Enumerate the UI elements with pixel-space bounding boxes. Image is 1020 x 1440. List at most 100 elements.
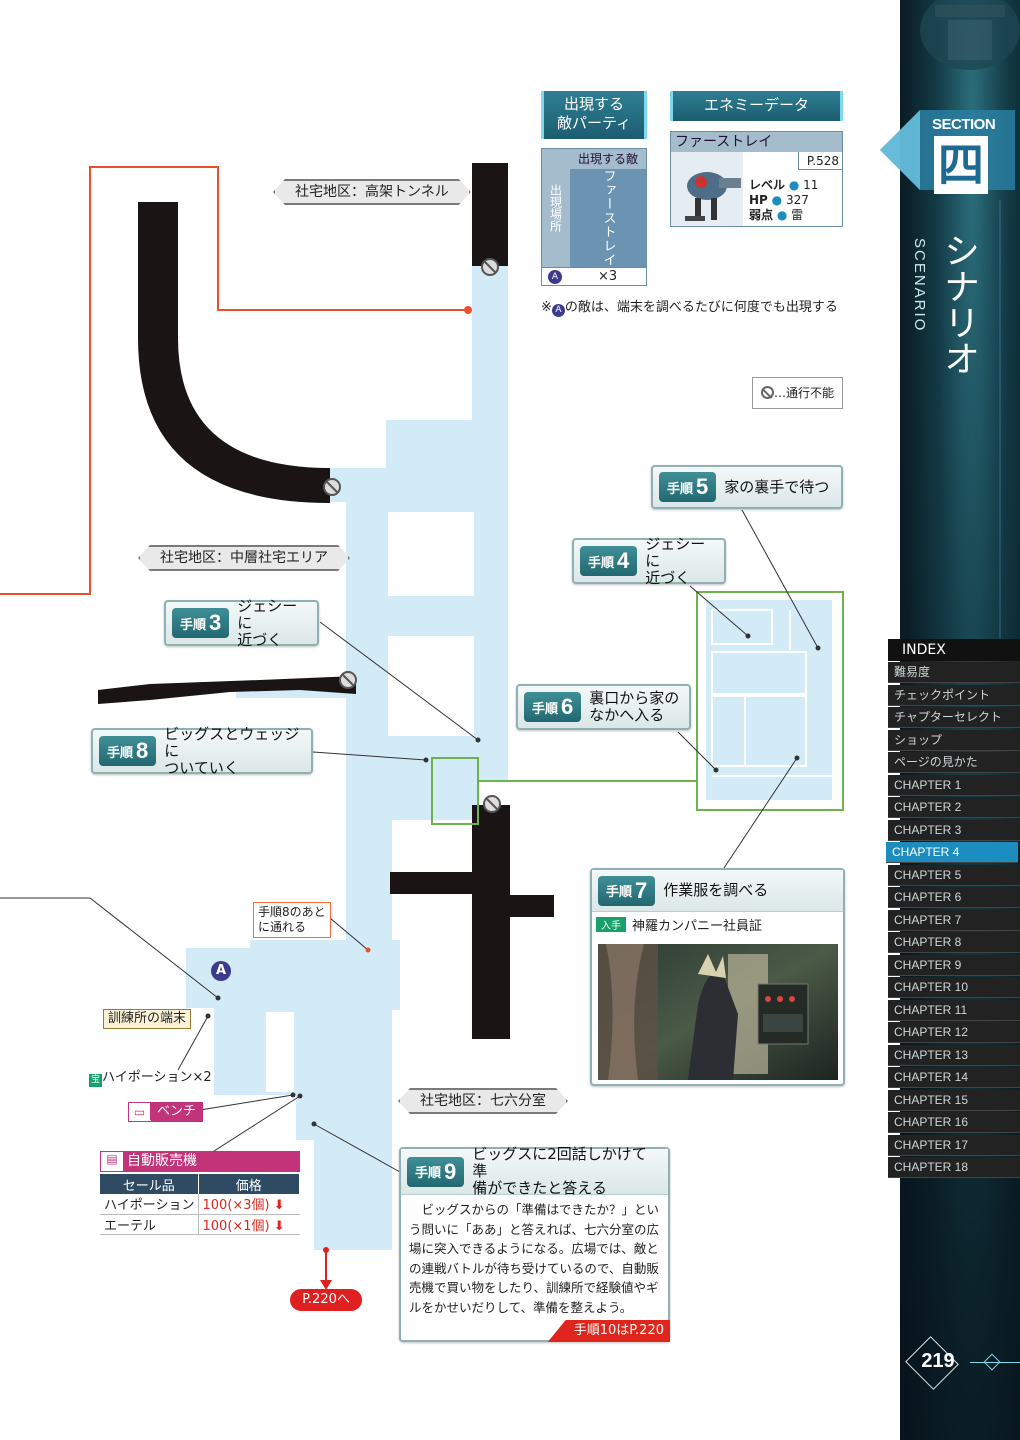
index-item[interactable]: CHAPTER 13	[888, 1044, 1020, 1066]
step-text: 家の裏手で待つ	[724, 477, 830, 496]
index-item[interactable]: CHAPTER 1	[888, 774, 1020, 796]
index-item[interactable]: CHAPTER 2	[888, 797, 1020, 818]
index-item[interactable]: CHAPTER 10	[888, 977, 1020, 998]
index-item[interactable]: 難易度	[888, 662, 1020, 683]
index-item[interactable]: CHAPTER 6	[888, 887, 1020, 908]
index-item[interactable]: チャプターセレクト	[888, 707, 1020, 728]
vending-price: 100(×3個) ⬇	[197, 1194, 300, 1215]
index-item[interactable]: CHAPTER 12	[888, 1022, 1020, 1043]
index-item[interactable]: チェックポイント	[888, 684, 1020, 706]
potion-tag: 宝ハイポーション×2	[89, 1069, 212, 1089]
location-header: 出現場所	[542, 149, 570, 267]
bench-tag: ▭ ベンチ	[128, 1102, 204, 1122]
no-pass-icon	[323, 258, 501, 813]
legend-no-pass: …通行不能	[752, 377, 843, 409]
house-location-frame	[431, 757, 479, 825]
enemy-data-name: ファーストレイ	[671, 132, 842, 152]
treasure-icon: 宝	[89, 1074, 102, 1087]
vending-icon: ▤	[101, 1152, 123, 1171]
index-item[interactable]: CHAPTER 9	[888, 954, 1020, 976]
section-label: SECTION	[932, 116, 996, 133]
scenario-title: シナリオ	[938, 232, 979, 376]
index-title: INDEX	[888, 639, 1020, 661]
section-number: 四	[934, 136, 988, 194]
enemy-col-header: 出現する敵	[570, 149, 646, 169]
vending-item: エーテル	[100, 1214, 198, 1235]
step-9-body: ビッグスからの「準備はできたか？」という問いに「ああ」と答えれば、七六分室の広場…	[409, 1202, 660, 1315]
step-text: ビッグスに2回話しかけて準 備ができたと答える	[472, 1145, 647, 1197]
down-arrow-icon: ⬇	[273, 1198, 285, 1214]
step-text: ジェシーに 近づく	[645, 534, 706, 587]
area-label-mid-residential: 社宅地区：中層社宅エリア	[138, 545, 350, 571]
enemy-page-ref[interactable]: P.528	[798, 152, 842, 170]
index-item[interactable]: CHAPTER 18	[888, 1157, 1020, 1178]
route-end-dot	[464, 306, 472, 314]
diamond-icon	[983, 1353, 1001, 1371]
index-item[interactable]: CHAPTER 16	[888, 1112, 1020, 1133]
enemy-party-table: 出現場所 出現する敵 ファーストレイ A ×3	[541, 148, 647, 286]
no-pass-icon	[760, 386, 774, 399]
step-text: 作業服を調べる	[663, 881, 769, 899]
down-arrow-icon: ⬇	[273, 1218, 285, 1234]
area-map: 社宅地区：高架トンネル 社宅地区：中層社宅エリア 社宅地区：七六分室 A 手順8…	[0, 91, 845, 1342]
vending-col-item: セール品	[100, 1174, 199, 1194]
wall	[98, 163, 842, 1039]
bench-icon: ▭	[129, 1103, 151, 1120]
index-item[interactable]: CHAPTER 3	[888, 819, 1020, 841]
enemy-count-row: A ×3	[542, 267, 646, 285]
section-sidebar: SECTION 四 SCENARIO シナリオ INDEX 難易度チェックポイン…	[880, 0, 1020, 1440]
area-label-rokuroku: 社宅地区：七六分室	[398, 1088, 568, 1114]
terminal-tag: 訓練所の端末	[103, 1009, 192, 1029]
page-number-line	[970, 1362, 1020, 1363]
step-text: 裏口から家の なかへ入る	[589, 689, 680, 724]
vending-price: 100(×1個) ⬇	[197, 1214, 300, 1235]
step-text: ビッグスとウェッジに ついていく	[164, 724, 300, 777]
point-a-icon: A	[551, 304, 565, 317]
exit-badge[interactable]: P.220へ	[290, 1289, 362, 1311]
next-step-link[interactable]: 手順10はP.220	[547, 1320, 670, 1342]
index-item[interactable]: CHAPTER 5	[888, 864, 1020, 886]
map-drawing	[0, 163, 844, 1290]
index-item[interactable]: CHAPTER 7	[888, 909, 1020, 931]
step-7-reward: 入手 神羅カンパニー社員証	[592, 912, 843, 936]
index-item[interactable]: ページの見かた	[888, 752, 1020, 773]
get-badge: 入手	[596, 916, 626, 932]
index-item[interactable]: CHAPTER 8	[888, 932, 1020, 953]
enemy-count: ×3	[598, 269, 618, 284]
step-text: ジェシーに 近づく	[237, 596, 298, 649]
scenario-en: SCENARIO	[911, 238, 928, 333]
vending-table: セール品 価格 ハイポーション 100(×3個) ⬇ エーテル 100(×1個)…	[100, 1174, 300, 1235]
vending-item: ハイポーション	[100, 1194, 198, 1215]
index-item[interactable]: ショップ	[888, 729, 1020, 751]
house-inset-walkway	[706, 600, 832, 800]
index-item[interactable]: CHAPTER 4	[886, 842, 1018, 863]
enemy-party-title: 出現する 敵パーティ	[541, 91, 647, 139]
after-step8-note: 手順8のあと に通れる	[253, 902, 331, 938]
index-item[interactable]: CHAPTER 14	[888, 1067, 1020, 1088]
vending-panel: ▤ 自動販売機 セール品 価格 ハイポーション 100(×3個) ⬇ エーテル …	[100, 1151, 300, 1235]
page-number: 219	[921, 1350, 955, 1372]
route-line	[0, 166, 468, 595]
index-item[interactable]: CHAPTER 15	[888, 1089, 1020, 1111]
index-item[interactable]: CHAPTER 17	[888, 1134, 1020, 1156]
enemy-data-title: エネミーデータ	[670, 91, 843, 121]
enemy-portrait	[671, 152, 743, 226]
table-row: ハイポーション 100(×3個) ⬇	[100, 1194, 300, 1215]
enemy-stats: レベル ● 11 HP ● 327 弱点 ● 雷	[749, 178, 819, 222]
index-item[interactable]: CHAPTER 11	[888, 999, 1020, 1021]
